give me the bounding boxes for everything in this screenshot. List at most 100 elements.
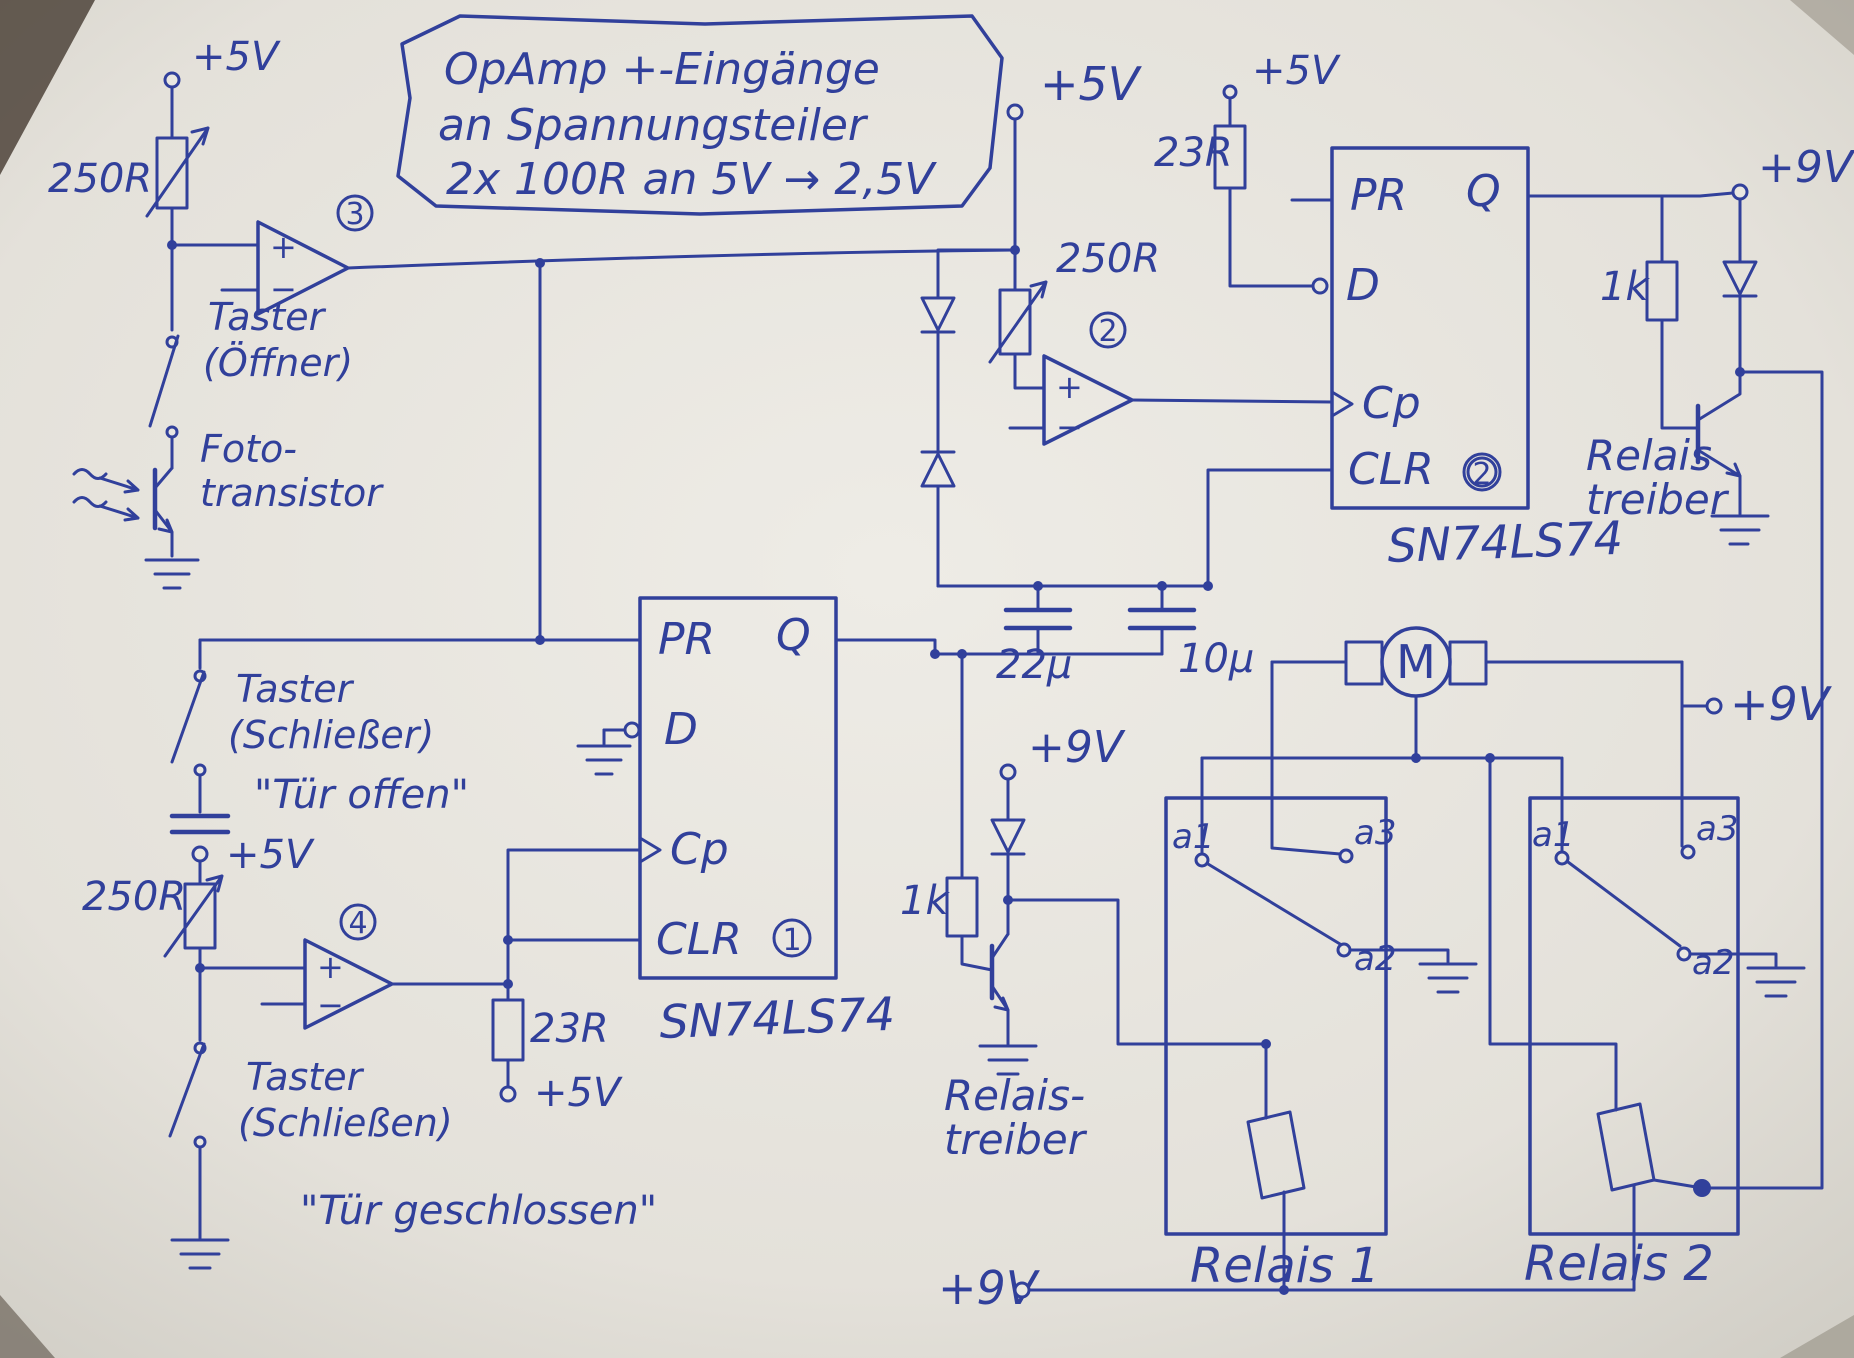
bottom-9v-rail: +9V bbox=[938, 1261, 1636, 1315]
terminal-9v-mid bbox=[1705, 697, 1723, 715]
note-line-2: an Spannungsteiler bbox=[438, 100, 869, 151]
capacitor-10u: 10μ bbox=[1127, 584, 1254, 682]
note-line-3: 2x 100R an 5V → 2,5V bbox=[446, 154, 937, 205]
opamp2-minus: − bbox=[1056, 408, 1083, 446]
relay-2: a1 a3 a2 Relais 2 bbox=[1488, 756, 1806, 1292]
relay2-contact-a1 bbox=[1554, 850, 1570, 866]
capacitor-22u: 22μ bbox=[996, 584, 1072, 688]
label-schliesser: (Schließer) bbox=[228, 713, 434, 757]
switch-oeffner: Taster (Öffner) bbox=[148, 295, 353, 470]
ff1-number: 1 bbox=[782, 923, 801, 958]
ff1-cp-chevron bbox=[638, 836, 662, 864]
wire-contact-bus bbox=[1200, 694, 1562, 760]
ff2-q: Q bbox=[1466, 166, 1501, 217]
ff1-d: D bbox=[664, 704, 698, 755]
label-relais-center: Relais- bbox=[944, 1071, 1085, 1120]
label-pot-lowerleft: 250R bbox=[82, 874, 186, 920]
label-taster-s1: Taster bbox=[236, 667, 355, 711]
ff2-ic-name: SN74LS74 bbox=[1386, 511, 1623, 573]
label-5v-switch1: +5V bbox=[226, 832, 315, 878]
relay-1-box bbox=[1164, 796, 1388, 1236]
label-schliessen: (Schließen) bbox=[238, 1101, 453, 1145]
opamp-4: + − 4 bbox=[303, 903, 394, 1030]
ff2-clr: CLR bbox=[1348, 444, 1434, 495]
relay1-a1-label: a1 bbox=[1172, 817, 1214, 857]
label-foto: Foto- bbox=[200, 427, 297, 471]
ff1-ic-name: SN74LS74 bbox=[658, 987, 895, 1049]
opamp4-plus: + bbox=[317, 948, 344, 986]
ff2-d-bubble bbox=[1311, 277, 1329, 295]
ff1-q: Q bbox=[776, 610, 811, 661]
ff2-cp-chevron bbox=[1330, 390, 1354, 418]
wire-caps-down bbox=[933, 652, 1164, 880]
left-sensor-branch: +5V 250R + − 3 Taster (Öffner) bbox=[48, 34, 384, 590]
terminal-9v-topright bbox=[1731, 183, 1749, 201]
terminal-5v-23r-top bbox=[1222, 84, 1238, 100]
transistor-right bbox=[1695, 370, 1742, 516]
circle-4-icon bbox=[339, 903, 377, 941]
label-9v-mid: +9V bbox=[1730, 677, 1833, 731]
label-23r-bottom: 23R bbox=[530, 1006, 609, 1052]
wire-opamp2-to-cp bbox=[1130, 398, 1334, 404]
circle-2b-icon bbox=[1462, 452, 1502, 492]
relay2-contact-a3 bbox=[1680, 844, 1696, 860]
relay1-coil bbox=[1246, 1110, 1306, 1200]
pullup-23r-top: +5V 23R bbox=[1154, 48, 1341, 295]
ground-icon-center-driver bbox=[978, 1044, 1038, 1076]
circle-1-icon bbox=[772, 918, 812, 958]
opamp3-plus: + bbox=[270, 228, 297, 266]
ff1-clr: CLR bbox=[656, 914, 742, 965]
circle-3-icon bbox=[336, 194, 374, 232]
wire-right-edge bbox=[1700, 370, 1824, 1190]
ff2-number: 2 bbox=[1472, 457, 1491, 492]
label-5v-topleft: +5V bbox=[192, 34, 281, 80]
terminal-5v-23r bbox=[499, 1085, 517, 1103]
label-oeffner: (Öffner) bbox=[203, 341, 353, 385]
relay2-arm bbox=[1566, 860, 1682, 948]
relay1-contact-a1 bbox=[1194, 852, 1210, 868]
relay1-contact-a3 bbox=[1338, 848, 1354, 864]
ff1-cp: Cp bbox=[670, 824, 729, 875]
ground-icon-switch2 bbox=[170, 1238, 230, 1270]
label-treiber-right: treiber bbox=[1586, 475, 1730, 524]
transistor-center bbox=[989, 932, 1010, 1046]
center-branch: +5V 250R + − 2 22μ bbox=[920, 57, 1334, 880]
label-c10: 10μ bbox=[1178, 636, 1254, 682]
terminal-9v-center bbox=[999, 763, 1017, 781]
label-relais-right: Relais bbox=[1586, 431, 1712, 480]
label-9v-center: +9V bbox=[1028, 722, 1126, 773]
label-9v-topright: +9V bbox=[1758, 142, 1854, 193]
label-treiber-center: treiber bbox=[944, 1115, 1088, 1164]
label-1k-right: 1k bbox=[1600, 264, 1650, 310]
flipflop-2-box bbox=[1330, 146, 1530, 510]
relay2-a2-label: a2 bbox=[1692, 943, 1734, 983]
label-23r-top: 23R bbox=[1154, 130, 1233, 176]
label-c22: 22μ bbox=[996, 642, 1072, 688]
terminal-5v-center bbox=[1006, 103, 1024, 121]
opamp3-number: 3 bbox=[345, 197, 364, 232]
switch-tuer-offen: +5V Taster (Schließer) "Tür offen" bbox=[169, 638, 469, 878]
motor: M bbox=[1270, 626, 1684, 698]
supply-9v-mid: +9V bbox=[1680, 660, 1833, 848]
label-tuer-offen: "Tür offen" bbox=[254, 772, 469, 818]
label-5v-23r-top: +5V bbox=[1252, 48, 1341, 94]
opamp2-number: 2 bbox=[1098, 314, 1117, 349]
flipflop-2: PR Q D Cp CLR 2 SN74LS74 bbox=[1290, 146, 1624, 573]
ground-icon-ff1-d bbox=[576, 728, 632, 776]
label-1k-center: 1k bbox=[900, 878, 950, 924]
ff2-d: D bbox=[1346, 260, 1380, 311]
ff1-d-bubble bbox=[623, 721, 641, 739]
terminal-5v-switch1 bbox=[191, 845, 209, 863]
ground-icon-right-driver bbox=[1710, 514, 1770, 546]
opamp-2: + − 2 bbox=[1042, 311, 1134, 446]
relay1-arm bbox=[1206, 862, 1342, 946]
wire-ff2-clr bbox=[1206, 468, 1334, 588]
flipflop-1: PR Q D Cp CLR 1 SN74LS74 bbox=[576, 596, 896, 1049]
wire-opamp3-output bbox=[346, 248, 1017, 270]
label-taster-oeffner: Taster bbox=[208, 295, 327, 339]
relay-1: a1 a3 a2 Relais 1 bbox=[1164, 660, 1478, 1294]
label-tuer-geschlossen: "Tür geschlossen" bbox=[300, 1188, 657, 1234]
photo-corner-shadow-topright bbox=[1790, 0, 1854, 55]
